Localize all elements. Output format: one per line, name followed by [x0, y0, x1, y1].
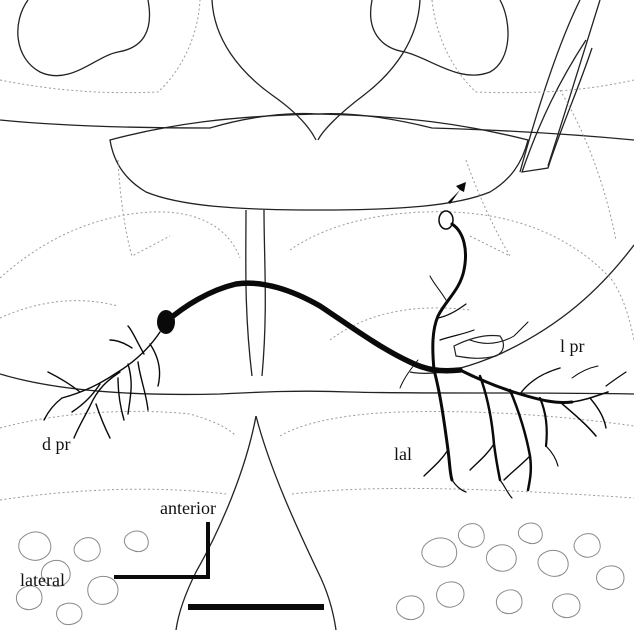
primary-neurite: [433, 224, 466, 370]
upper-left-lobe-outline: [18, 0, 150, 76]
lower-center-left: [176, 416, 256, 630]
upper-right-lobe-outline: [371, 0, 508, 75]
midline-stalk-right: [262, 210, 265, 376]
right-tract-a: [520, 0, 580, 172]
commissural-axon: [166, 283, 460, 371]
dashed-upper-left: [0, 0, 200, 93]
dashed-center-box: [118, 160, 510, 256]
lower-center-right: [256, 416, 336, 630]
lal-structure: [454, 335, 503, 358]
label-lateral: lateral: [20, 570, 65, 590]
label-d-pr: d pr: [42, 434, 71, 454]
lateral-process-arbor: [400, 276, 626, 498]
midline-stalk-left: [246, 210, 252, 376]
dashed-upper-right: [432, 0, 634, 93]
dashed-lower-right: [280, 412, 634, 436]
axon-swelling: [157, 310, 175, 334]
cell-body: [439, 211, 453, 229]
dashed-left-region: [0, 212, 240, 318]
label-anterior: anterior: [160, 498, 216, 518]
right-cell-cluster: [397, 523, 624, 619]
label-l-pr: l pr: [560, 336, 585, 356]
orientation-indicator: anterior lateral: [20, 498, 216, 590]
scale-bar: [188, 604, 324, 610]
dashed-bottom-band: [0, 488, 634, 500]
dashed-outlines: [0, 0, 634, 500]
label-lal: lal: [394, 444, 412, 464]
orientation-arrow: [114, 522, 208, 577]
dashed-lower-left: [0, 411, 236, 436]
right-tract-b: [548, 0, 600, 166]
dorsal-process-arbor: [44, 326, 160, 438]
